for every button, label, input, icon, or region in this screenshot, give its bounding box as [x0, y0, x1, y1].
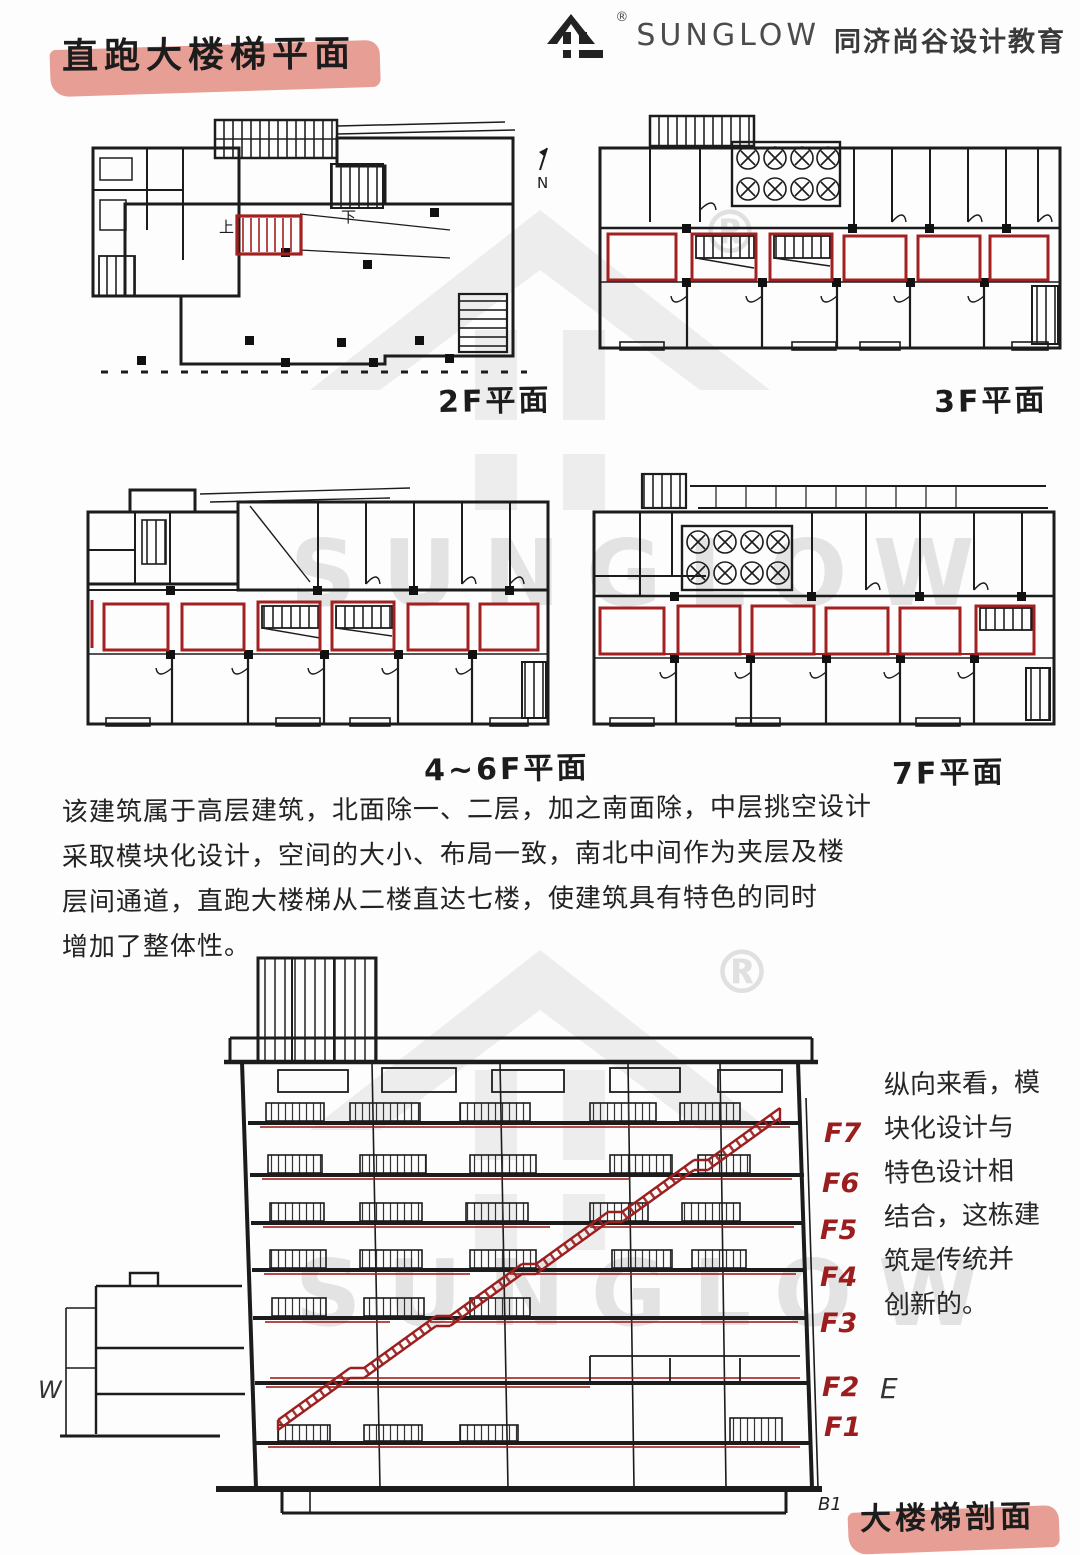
west-label: W — [38, 1376, 62, 1404]
north-arrow-icon: N — [537, 147, 548, 192]
side-note-line: 结合，这栋建 — [883, 1199, 1041, 1233]
description-paragraph: 该建筑属于高层建筑，北面除一、二层，加之南面除，中层挑空设计 采取模块化设计，空… — [61, 788, 873, 968]
north-annotation: N — [537, 174, 548, 192]
floor-label-f2: F2 — [822, 1372, 860, 1403]
floor-label-f7: F7 — [824, 1118, 862, 1149]
floor-label-f5: F5 — [820, 1215, 858, 1246]
floor-label-f1: F1 — [824, 1412, 862, 1443]
paragraph-line: 层间通道，直跑大楼梯从二楼直达七楼，使建筑具有特色的同时 — [61, 882, 819, 918]
floor-label-f4: F4 — [820, 1262, 858, 1293]
down-annotation: 下 — [341, 208, 356, 226]
basement-label: B1 — [818, 1494, 842, 1515]
side-note-line: 创新的。 — [883, 1288, 989, 1321]
page-title-text: 直跑大楼梯平面 — [58, 24, 367, 83]
side-note-line: 筑是传统并 — [883, 1244, 1015, 1277]
plan-3f-label: 3F平面 — [933, 383, 1048, 420]
east-label: E — [880, 1372, 898, 1405]
side-note-line: 特色设计相 — [883, 1156, 1015, 1189]
side-note-line: 块化设计与 — [883, 1112, 1015, 1145]
plan-2f-drawing: 上 下 N — [91, 118, 548, 374]
plan-4-6f-label: 4~6F平面 — [423, 750, 590, 789]
brand-education: 同济尚谷设计教育 — [834, 27, 1066, 58]
brand-registered: ® — [615, 10, 629, 25]
paragraph-line: 增加了整体性。 — [61, 931, 252, 963]
up-annotation: 上 — [219, 218, 234, 236]
paragraph-line: 该建筑属于高层建筑，北面除一、二层，加之南面除，中层挑空设计 — [61, 791, 873, 828]
plan-2f-label: 2F平面 — [437, 383, 552, 420]
side-note-line: 纵向来看，模 — [883, 1067, 1041, 1101]
page-title: 直跑大楼梯平面 — [58, 24, 367, 83]
plan-7f-drawing — [592, 472, 1056, 727]
sunglow-logo-icon — [547, 14, 604, 58]
section-title-text: 大楼梯剖面 — [856, 1490, 1046, 1542]
plan-3f-drawing — [598, 114, 1062, 351]
floor-label-f6: F6 — [822, 1168, 860, 1199]
floor-label-f3: F3 — [820, 1308, 858, 1339]
brand-name: SUNGLOW — [636, 18, 820, 53]
brand-header: ® SUNGLOW 同济尚谷设计教育 — [545, 10, 1066, 62]
paragraph-line: 采取模块化设计，空间的大小、布局一致，南北中间作为夹层及楼 — [61, 837, 846, 873]
section-drawing — [60, 956, 822, 1515]
plan-7f-label: 7F平面 — [891, 755, 1006, 792]
section-title: 大楼梯剖面 — [856, 1490, 1046, 1542]
plan-4-6f-drawing — [86, 487, 550, 727]
side-note: 纵向来看，模 块化设计与 特色设计相 结合，这栋建 筑是传统并 创新的。 — [884, 1062, 1080, 1326]
